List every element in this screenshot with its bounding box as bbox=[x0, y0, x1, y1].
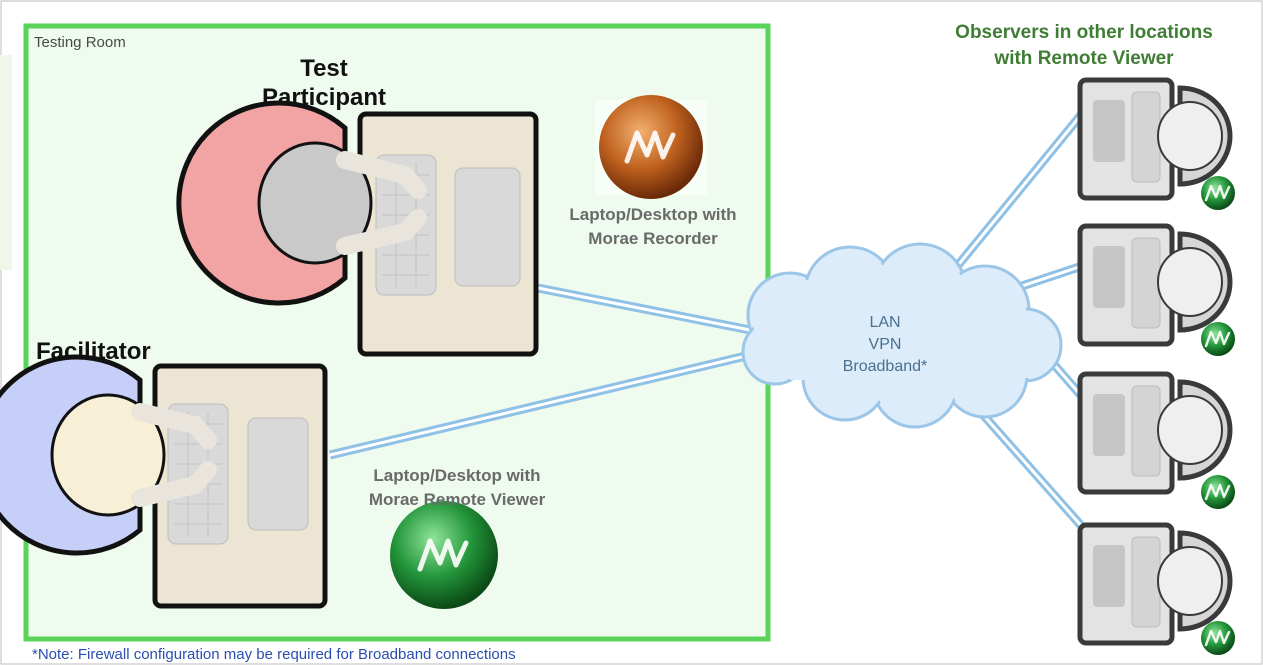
participant-title-line-1: Test bbox=[300, 55, 348, 82]
morae-remote-viewer-logo bbox=[390, 501, 498, 609]
recorder-station-label-line-2: Morae Recorder bbox=[588, 229, 718, 248]
participant-title-line-2: Participant bbox=[261, 84, 387, 111]
cable-network-to-observer-1 bbox=[946, 107, 1089, 278]
network-label-broadband: Broadband* bbox=[842, 358, 928, 375]
observer-station-4 bbox=[1077, 522, 1235, 655]
cable-viewer-to-network bbox=[328, 350, 752, 460]
recorder-station-label-line-1: Laptop/Desktop with bbox=[569, 205, 737, 224]
testing-room-label: Testing Room bbox=[34, 34, 126, 51]
left-edge-tint bbox=[0, 55, 12, 270]
network-label-lan: LAN bbox=[869, 314, 901, 331]
recorder-station-label: Laptop/Desktop with Morae Recorder bbox=[528, 203, 778, 251]
observers-title-line-1: Observers in other locations bbox=[955, 22, 1213, 43]
observer-station-1 bbox=[1077, 77, 1235, 210]
remote-viewer-station-label-line-1: Laptop/Desktop with bbox=[373, 466, 541, 485]
observers-title-line-2: with Remote Viewer bbox=[994, 48, 1174, 69]
observer-station-2 bbox=[1077, 223, 1235, 356]
firewall-footnote: *Note: Firewall configuration may be req… bbox=[32, 646, 516, 663]
observer-station-3 bbox=[1077, 371, 1235, 509]
cable-network-to-observer-4 bbox=[966, 397, 1089, 533]
remote-viewer-station-label: Laptop/Desktop with Morae Remote Viewer bbox=[322, 464, 592, 512]
remote-viewer-station-label-line-2: Morae Remote Viewer bbox=[368, 490, 546, 509]
facilitator-title: Facilitator bbox=[36, 338, 151, 365]
network-label-vpn: VPN bbox=[868, 336, 902, 353]
facilitator-figure bbox=[0, 354, 217, 556]
network-cloud bbox=[741, 242, 1063, 429]
cable-recorder-to-network bbox=[537, 283, 751, 335]
participant-figure bbox=[176, 100, 427, 306]
observers-title: Observers in other locations with Remote… bbox=[896, 20, 1263, 72]
participant-title: Test Participant bbox=[244, 54, 404, 112]
network-label: LAN VPN Broadband* bbox=[820, 312, 950, 378]
morae-recorder-logo bbox=[595, 95, 707, 199]
